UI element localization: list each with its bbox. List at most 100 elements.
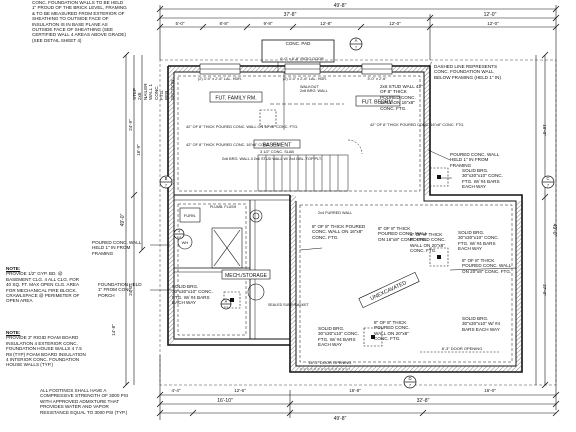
dim-right-overall: 49'-0" <box>551 224 557 237</box>
dim-right-seg-b: 27'-0" <box>542 284 547 296</box>
walkout-label: WALKOUT <box>300 85 319 89</box>
poured-wall-note-1: 2x6 STUD WALL 42" OF 8" THICK POURED CON… <box>380 84 426 111</box>
bearing-wall-label: 2x6 BRG. WALL <box>300 89 328 93</box>
poured-wall-note-9-text: 8" OF 8" THICK POURED CONC. WALL ON 20"x… <box>410 232 446 254</box>
dim-bottom-seg-4: 16'-0" <box>484 388 496 393</box>
solid-brg-note-4: SOLID BRG. 30"x30"x10" CONC. FTG. W/ #4 … <box>462 168 508 190</box>
dim-top-seg-6: 12'-0" <box>487 21 499 26</box>
water-heater-label: WH <box>182 240 189 245</box>
poured-wall-note-5-text: 8" OF 8" THICK POURED CONC. WALL ON 16"x… <box>312 224 366 240</box>
left-note-1-text: PROVIDE 1/2" GYP. BD. @ BASEMENT CLG. 4 … <box>6 271 80 304</box>
dim-top-seg-3: 9'-8" <box>264 21 273 26</box>
dim-top-seg-4: 12'-8" <box>320 21 332 26</box>
door-opening-2: 8'-3" DOOR OPENING <box>442 346 483 351</box>
conc-pad-label: CONC. PAD <box>286 41 311 46</box>
left-note-1: NOTE: PROVIDE 1/2" GYP. BD. @ BASEMENT C… <box>6 266 80 304</box>
dim-top-left-overall: 37'-8" <box>284 12 297 18</box>
right-note: DASHED LINE REPRESENTS CONC. FOUNDATION … <box>434 64 502 80</box>
dim-left-seg-a: 24'-9" <box>128 119 133 131</box>
window-label-2: (2) 3'-0" x 2'-6" LAL. HDR. <box>283 77 327 81</box>
section-d-sheet: 7 <box>409 384 411 388</box>
dim-right-seg-a: 16'-0" <box>542 124 547 136</box>
dim-top-right-overall: 12'-0" <box>484 12 497 18</box>
room-basement: BASEMENT <box>263 143 292 149</box>
solid-brg-note-1: SOLID BRG. 30"x30"x10" CONC. FTG. W/ #4 … <box>172 284 222 306</box>
dim-left-seg-c: 16'-9" <box>136 144 141 156</box>
footing-pads <box>223 109 449 347</box>
top-note-text: CONC. FOUNDATION WALLS TO BE HELD 1" PRO… <box>32 0 127 43</box>
furred-wall-label: 2x4 FURRED WALL <box>318 211 352 215</box>
room-bedroom: FUT. BEDRM. <box>362 100 395 106</box>
poured-wall-2: 42" OF 8" THICK POURED CONC. 16"x8" CONC… <box>186 143 280 147</box>
section-b-marker: B <box>165 176 168 181</box>
poured-wall-note-7: 8" OF 8" THICK POURED CONC. WALL ON 20"x… <box>462 258 512 274</box>
left-note-2-text: PROVIDE 3" RIGID FOAM BOARD INSULATION 4… <box>6 335 86 368</box>
patio-door-label: 6'-0" x 6'-8" PATIO DOOR <box>280 57 324 61</box>
furnace-label: FURN. <box>184 213 196 218</box>
dim-top-seg-2: 8'-8" <box>220 21 229 26</box>
plumb-flush-label: PLUMB. FLUSH <box>210 205 237 209</box>
poured-held-note-1: POURED CONC. WALL HELD 1" IN FROM FRAMIN… <box>450 152 500 168</box>
detail-marker-1: A <box>225 300 228 304</box>
poured-wall-3: 42" OF 8" THICK POURED CONC. 16"x8" CONC… <box>370 123 464 127</box>
dimension-lines <box>125 5 557 420</box>
poured-wall-1: 42" OF 8" THICK POURED CONC. WALL ON 16"… <box>186 125 298 129</box>
room-family: FUT. FAMILY RM. <box>215 96 256 102</box>
dim-bottom-left: 16'-10" <box>217 398 233 404</box>
section-a-sheet: 7 <box>355 46 357 50</box>
steel-note: STEP 2x8 NAILER WALL 1 CONC. FTG. PER SE… <box>132 80 175 100</box>
left-note-2: NOTE: PROVIDE 3" RIGID FOAM BOARD INSULA… <box>6 330 86 368</box>
dim-bottom-seg-1: 4'-4" <box>172 388 181 393</box>
poured-wall-note-8-text: 8" OF 8" THICK POURED CONC. WALL ON 20"x… <box>374 320 410 342</box>
steel-note-text: STEP 2x8 NAILER WALL 1 CONC. FTG. PER SE… <box>132 79 175 100</box>
top-note: CONC. FOUNDATION WALLS TO BE HELD 1" PRO… <box>32 0 128 43</box>
solid-brg-note-1-text: SOLID BRG. 30"x30"x10" CONC. FTG. W/ #4 … <box>172 284 213 306</box>
section-b-sheet: 7 <box>165 184 167 188</box>
solid-brg-note-4-text: SOLID BRG. 30"x30"x10" CONC. FTG. W/ #4 … <box>462 168 503 190</box>
poured-held-note-2: POURED CONC. WALL HELD 1" IN FROM FRAMIN… <box>92 240 144 256</box>
detail-marker-2: 4 <box>178 230 180 234</box>
section-d-marker: D <box>408 376 411 381</box>
poured-wall-note-1-text: 2x6 STUD WALL 42" OF 8" THICK POURED CON… <box>380 84 423 111</box>
detail-marker-2-sheet: 4.2 <box>177 235 182 239</box>
solid-brg-note-5-text: SOLID BRG. 30"x30"x10" W/ #4 BARS EACH W… <box>462 316 501 332</box>
bottom-note: ALL FOOTINGS SHALL HAVE A COMPRESSIVE ST… <box>40 388 136 415</box>
dim-left-seg-d: 14'-8" <box>111 324 116 336</box>
dim-left-overall: 49'-0" <box>120 213 126 226</box>
sump-label: SEALED SUMP BASKET <box>268 303 309 307</box>
poured-wall-note-9: 8" OF 8" THICK POURED CONC. WALL ON 20"x… <box>410 232 454 254</box>
section-a-marker: A <box>355 38 358 43</box>
dimension-ticks <box>122 5 560 417</box>
left-note-1-head: NOTE: <box>6 266 21 271</box>
foundation-held-note: FOUNDATION HELD 1" FROM CONC. PORCH <box>98 282 146 298</box>
door-openings <box>300 351 500 370</box>
solid-brg-note-5: SOLID BRG. 30"x30"x10" W/ #4 BARS EACH W… <box>462 316 510 332</box>
poured-wall-note-6: 8" OF 8" THICK POURED CONC. WALL ON 16"x… <box>378 226 430 242</box>
stair-area <box>257 39 363 192</box>
dim-top-overall: 49'-8" <box>334 3 347 9</box>
poured-held-note-2-text: POURED CONC. WALL HELD 1" IN FROM FRAMIN… <box>92 240 142 256</box>
room-mech: MECH./STORAGE <box>225 273 268 279</box>
dim-bottom-right: 32'-8" <box>417 398 430 404</box>
solid-brg-note-3-text: SOLID BRG. 30"x30"x10" CONC. FTG. W/ #4 … <box>458 230 499 252</box>
poured-held-note-1-text: POURED CONC. WALL HELD 1" IN FROM FRAMIN… <box>450 152 500 168</box>
dim-bottom-seg-3: 16'-8" <box>349 388 361 393</box>
poured-wall-note-7-text: 8" OF 8" THICK POURED CONC. WALL ON 20"x… <box>462 258 512 274</box>
mechanical-equipment <box>177 207 265 301</box>
section-c-marker: C <box>546 176 549 181</box>
detail-marker-1-sheet: 4.1 <box>224 305 229 309</box>
beam-label: 2x6 BRG. WALL 4 2x6 STUD WALL W/ 2x4 DBL… <box>222 157 322 161</box>
poured-wall-note-6-text: 8" OF 8" THICK POURED CONC. WALL ON 16"x… <box>378 226 428 242</box>
annotation-texts: 2x6 BRG. WALL WALKOUT 42" OF 8" THICK PO… <box>186 85 464 215</box>
window-openings <box>199 63 393 75</box>
dim-bottom-seg-2: 12'-6" <box>234 388 246 393</box>
door-opening-1: 16'-3" DOOR OPENING <box>309 360 352 365</box>
dim-top-seg-1: 5'-0" <box>176 21 185 26</box>
leader-lines <box>150 61 517 291</box>
solid-brg-note-3: SOLID BRG. 30"x30"x10" CONC. FTG. W/ #4 … <box>458 230 506 252</box>
right-note-text: DASHED LINE REPRESENTS CONC. FOUNDATION … <box>434 64 501 80</box>
dim-bottom-overall: 49'-8" <box>334 416 347 422</box>
posts <box>230 175 441 339</box>
dim-left-seg-b: 24'-3" <box>128 284 133 296</box>
